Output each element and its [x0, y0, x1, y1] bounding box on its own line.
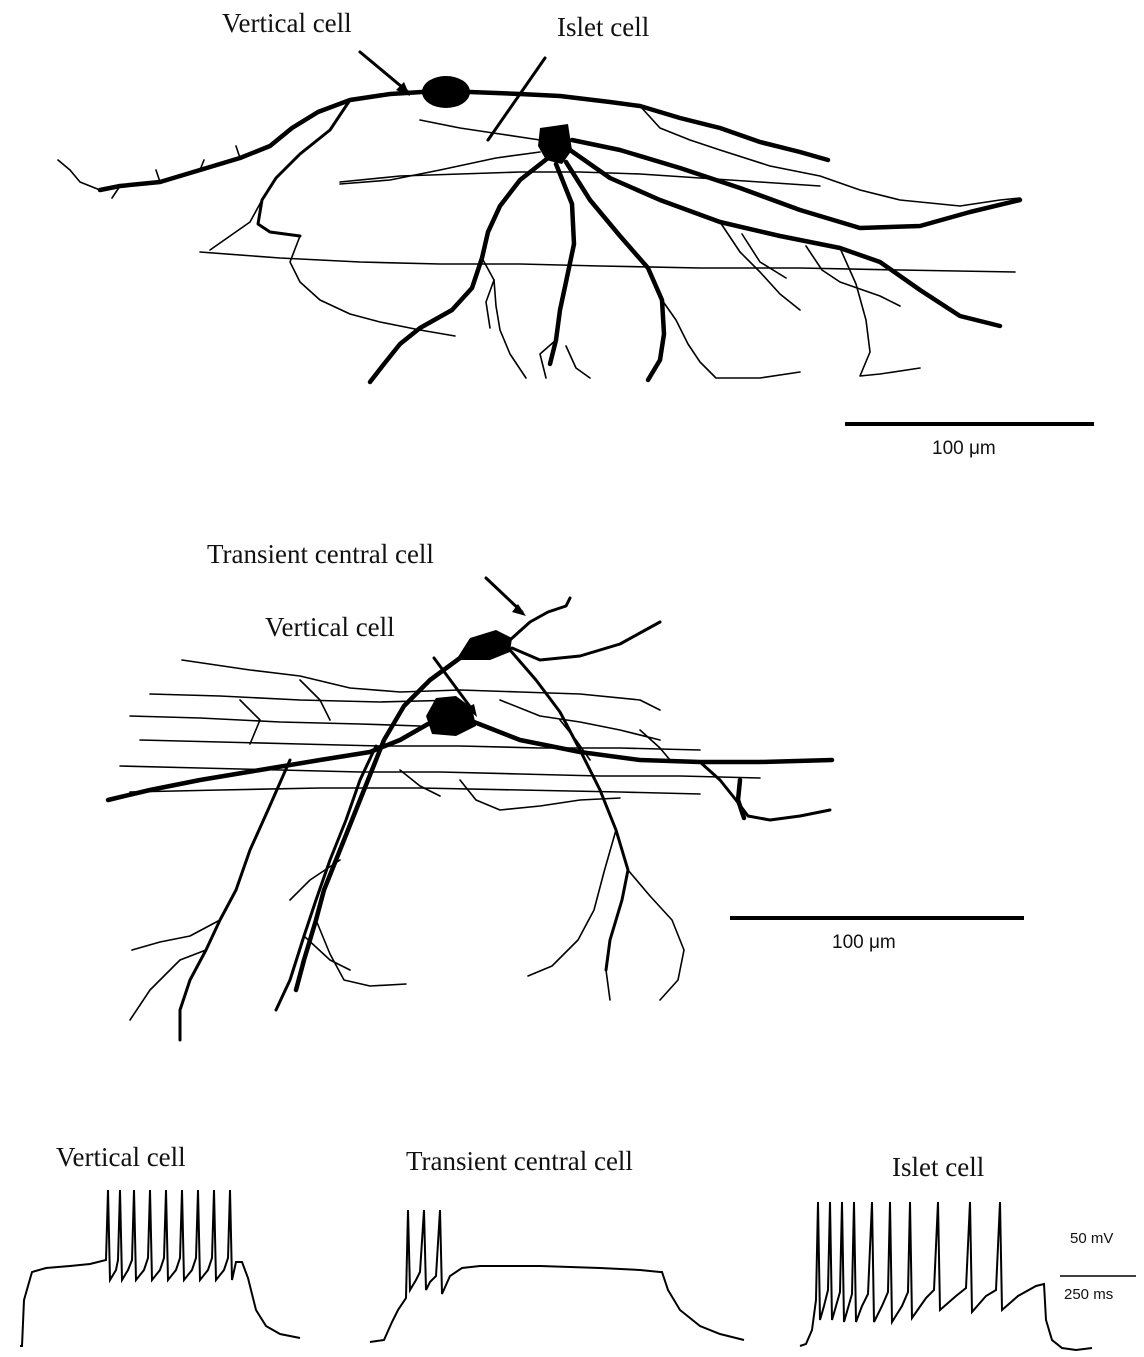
label-transient-cell-c: Transient central cell — [406, 1146, 633, 1177]
label-vertical-cell-c: Vertical cell — [56, 1142, 186, 1173]
trace-transient-cell — [370, 1210, 744, 1342]
time-scale-label: 250 ms — [1064, 1286, 1113, 1303]
voltage-scale-label: 50 mV — [1070, 1230, 1113, 1247]
trace-vertical-cell — [20, 1190, 300, 1346]
trace-islet-cell — [800, 1202, 1092, 1350]
label-islet-cell-c: Islet cell — [892, 1152, 984, 1183]
